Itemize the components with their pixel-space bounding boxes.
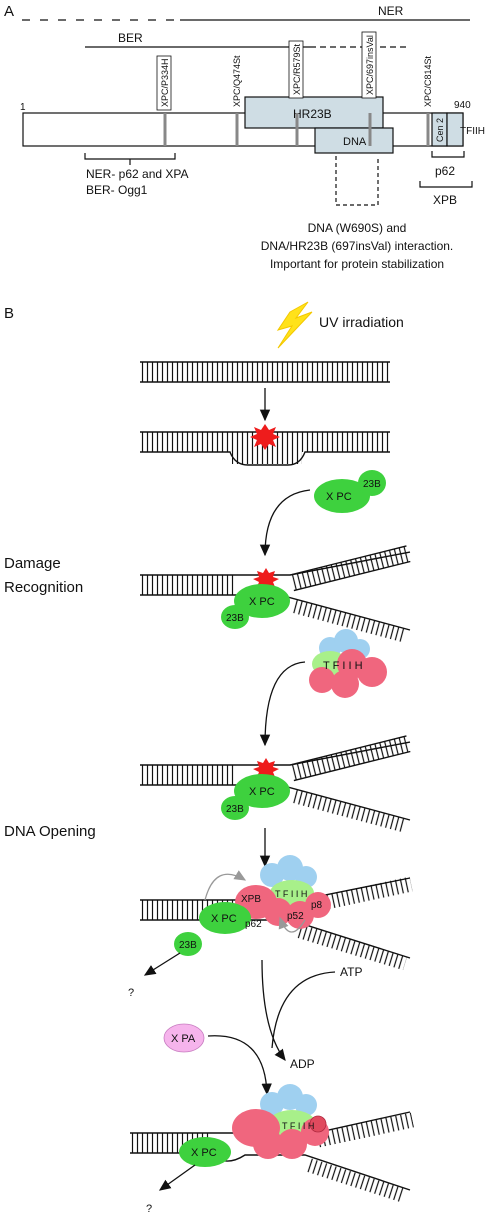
damage-label-1: Damage: [4, 555, 61, 572]
dna-damaged: [140, 424, 390, 466]
ner-ber-bracket: [84, 153, 176, 160]
svg-text:23B: 23B: [363, 479, 381, 490]
svg-text:DNA: DNA: [343, 136, 367, 148]
ber-label: BER: [118, 31, 143, 45]
release-question-2: ?: [146, 1203, 152, 1215]
dna-domain: DNA: [314, 127, 394, 154]
adp-label: ADP: [290, 1057, 315, 1071]
svg-text:XPB: XPB: [241, 894, 261, 905]
tfiih-complex: T F I I H: [309, 629, 387, 698]
end-position: 940: [454, 100, 471, 111]
uv-lightning-icon: [276, 301, 313, 349]
ber-interaction-note: BER- Ogg1: [86, 183, 148, 197]
dna-recognition: X PC 23B: [139, 545, 411, 643]
xpc-hr23b-complex: X PC 23B: [314, 470, 386, 513]
svg-text:HR23B: HR23B: [293, 107, 332, 121]
mutation-label-c814st: XPC/C814St: [423, 55, 433, 107]
mutation-label-r579st: XPC/R579St: [292, 43, 302, 95]
mutation-labels: XPC/P334H XPC/Q474St XPC/R579St XPC/697i…: [156, 31, 433, 111]
panel-b: B UV irradiation X PC 23B Damage Recogni…: [4, 301, 414, 1215]
ner-interaction-note: NER- p62 and XPA: [86, 167, 189, 181]
dna-final-complex: T F I I H X PC: [130, 1084, 414, 1203]
svg-text:p62: p62: [245, 919, 262, 930]
svg-text:T F I I H: T F I I H: [323, 660, 363, 672]
damage-label-2: Recognition: [4, 579, 83, 596]
svg-text:23B: 23B: [226, 804, 244, 815]
release-question-1: ?: [128, 987, 134, 999]
panel-a-label: A: [4, 3, 14, 20]
mutation-label-p334h: XPC/P334H: [160, 58, 170, 107]
svg-text:X PC: X PC: [191, 1147, 217, 1159]
svg-text:Cen 2: Cen 2: [435, 118, 445, 142]
svg-text:T F I I H: T F I I H: [275, 889, 307, 899]
dna-note-line-1: DNA (W690S) and: [308, 221, 407, 235]
dna-opening-complex: XPB T F I I H X PC p62 p52 p8 23B: [139, 855, 413, 971]
svg-text:23B: 23B: [179, 940, 197, 951]
svg-text:23B: 23B: [226, 613, 244, 624]
mutation-label-q474st: XPC/Q474St: [232, 55, 242, 107]
cen2-domain: Cen 2: [431, 112, 448, 147]
xpb-label: XPB: [433, 193, 457, 207]
uv-label: UV irradiation: [319, 314, 404, 330]
dna-note-line-3: Important for protein stabilization: [270, 257, 444, 271]
ner-label: NER: [378, 4, 404, 18]
ner-line: NER: [22, 4, 470, 21]
svg-text:p8: p8: [311, 900, 323, 911]
svg-text:T F I I H: T F I I H: [282, 1121, 314, 1131]
panel-a: A NER BER 1 940 HR23B DNA Cen 2: [4, 3, 485, 271]
svg-text:X PC: X PC: [249, 596, 275, 608]
svg-text:p52: p52: [287, 911, 304, 922]
dna-bracket: [335, 156, 379, 206]
p62-label: p62: [435, 164, 455, 178]
dna-opening-label: DNA Opening: [4, 823, 96, 840]
dna-intact: [139, 361, 391, 383]
panel-b-label: B: [4, 305, 14, 322]
svg-text:TFIIH: TFIIH: [460, 126, 485, 137]
damage-star-icon: [250, 424, 280, 450]
svg-text:X PC: X PC: [211, 913, 237, 925]
svg-text:X PC: X PC: [326, 491, 352, 503]
mutation-markers: [163, 113, 430, 146]
tfiih-domain: TFIIH: [446, 112, 485, 147]
atp-label: ATP: [340, 965, 362, 979]
ber-line: BER: [85, 31, 408, 48]
dna-note-line-2: DNA/HR23B (697insVal) interaction.: [261, 239, 454, 253]
dna-recognition-2: X PC 23B: [139, 735, 411, 833]
mutation-label-697insval: XPC/697insVal: [365, 35, 375, 95]
svg-text:X PC: X PC: [249, 786, 275, 798]
hr23b-domain: HR23B: [244, 96, 384, 129]
xpc-protein-bar: [22, 112, 464, 147]
svg-text:X PA: X PA: [171, 1033, 196, 1045]
xpa-protein: X PA: [163, 1023, 205, 1053]
start-position: 1: [20, 102, 26, 113]
